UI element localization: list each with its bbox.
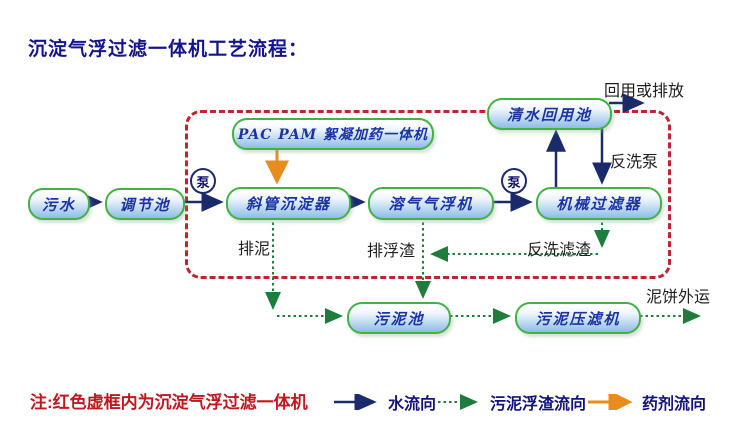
legend-chemical-flow-label: 药剂流向	[642, 396, 707, 413]
legend-sludge-scum-flow: 污泥浮渣流向	[436, 390, 586, 414]
label-sludge-discharge: 排泥	[238, 241, 271, 258]
pump-1: 泵	[190, 168, 216, 194]
node-regulating-tank: 调节池	[105, 188, 185, 220]
node-inclined-tube-settler: 斜管沉淀器	[226, 187, 351, 220]
node-sludge-tank: 污泥池	[347, 302, 451, 334]
label-backwash-residue: 反洗滤渣	[527, 242, 592, 259]
node-sludge-filter-press: 污泥压滤机	[515, 302, 641, 334]
node-clean-water-reuse-tank: 清水回用池	[487, 98, 612, 130]
page-title: 沉淀气浮过滤一体机工艺流程：	[28, 39, 309, 60]
integrated-machine-boundary-box	[185, 110, 671, 279]
note-text: 注:红色虚框内为沉淀气浮过滤一体机	[30, 393, 308, 412]
label-backwash-pump: 反洗泵	[610, 154, 659, 171]
pump-2: 泵	[501, 168, 527, 194]
label-scum-discharge: 排浮渣	[367, 243, 416, 260]
legend-water-flow-label: 水流向	[388, 396, 437, 413]
water-flow-arrow-icon	[334, 394, 377, 410]
sludge-scum-flow-arrow-icon	[438, 394, 478, 410]
legend-water-flow: 水流向	[332, 390, 436, 414]
node-pac-pam-dosing-unit: PAC PAM 絮凝加药一体机	[232, 118, 434, 150]
node-mechanical-filter: 机械过滤器	[536, 187, 662, 220]
node-dissolved-air-flotation: 溶气气浮机	[368, 187, 494, 220]
label-mud-cake-transport: 泥饼外运	[646, 289, 711, 306]
chemical-flow-arrow-icon	[588, 394, 633, 410]
legend-sludge-scum-flow-label: 污泥浮渣流向	[490, 396, 587, 413]
label-reuse-or-discharge: 回用或排放	[604, 83, 685, 100]
legend-chemical-flow: 药剂流向	[586, 390, 706, 414]
node-sewage: 污水	[28, 188, 90, 220]
